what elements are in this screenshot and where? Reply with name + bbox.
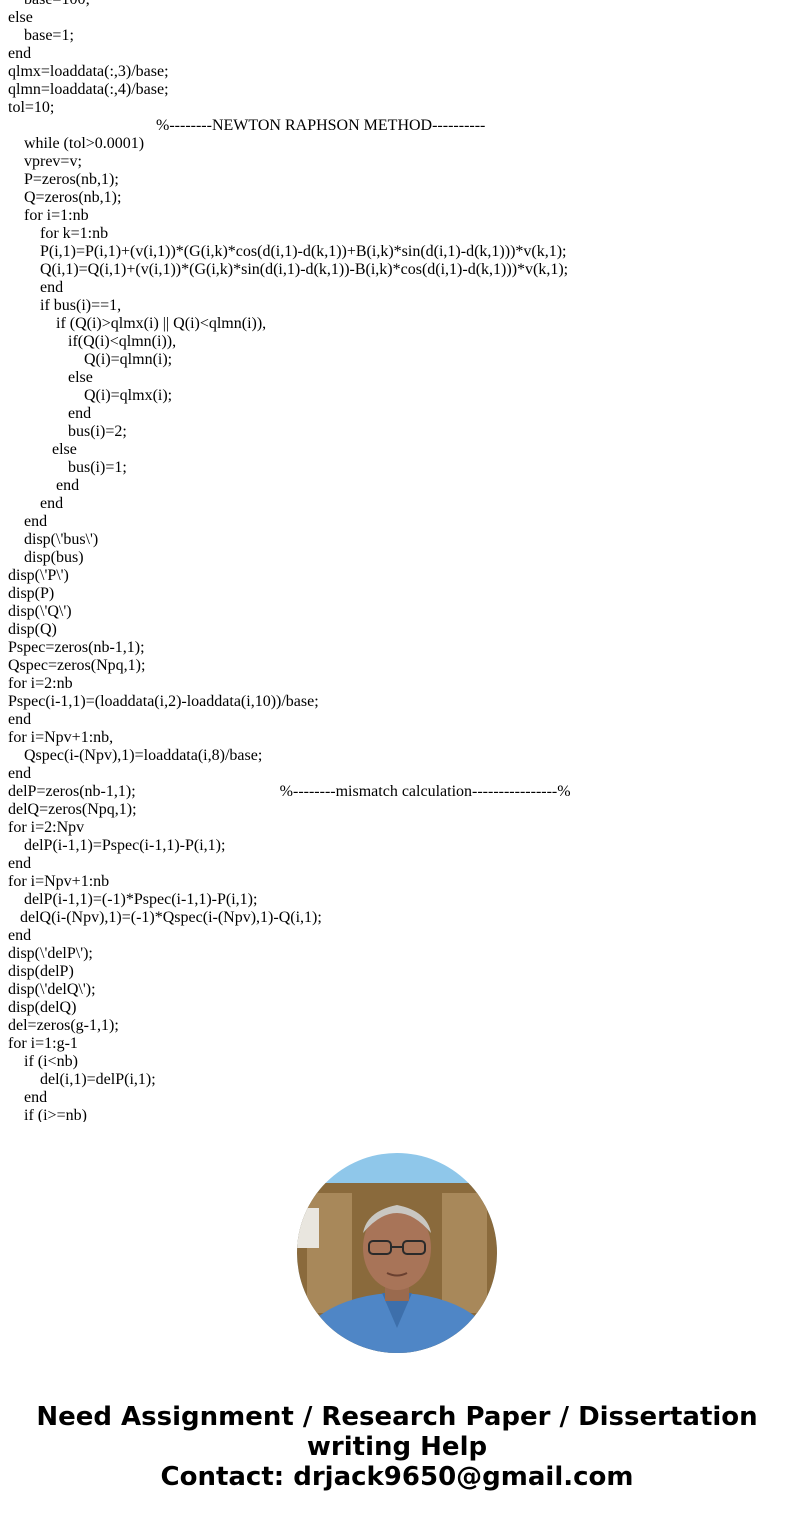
code-line: tol=10; [8, 99, 55, 116]
banner-line-1: Need Assignment / Research Paper / Disse… [36, 1402, 758, 1432]
code-line: for i=2:Npv [8, 819, 85, 836]
code-line: P(i,1)=P(i,1)+(v(i,1))*(G(i,k)*cos(d(i,1… [8, 243, 567, 260]
code-line: else [8, 369, 93, 386]
code-line: disp(delP) [8, 963, 74, 980]
code-line: if(Q(i)<qlmn(i)), [8, 333, 177, 350]
code-line: disp(\'delP\'); [8, 945, 93, 962]
code-line: %--------NEWTON RAPHSON METHOD---------- [8, 117, 486, 134]
code-line: bus(i)=2; [8, 423, 127, 440]
code-line: base=1; [8, 27, 74, 44]
code-line: for i=Npv+1:nb [8, 873, 110, 890]
code-line: else [8, 441, 77, 458]
code-line: delQ(i-(Npv),1)=(-1)*Qspec(i-(Npv),1)-Q(… [8, 909, 322, 926]
code-line: Pspec=zeros(nb-1,1); [8, 639, 145, 656]
code-line: delP(i-1,1)=(-1)*Pspec(i-1,1)-P(i,1); [8, 891, 258, 908]
contact-banner: Need Assignment / Research Paper / Disse… [0, 1402, 794, 1492]
code-line: end [8, 45, 32, 62]
code-line: Q(i)=qlmx(i); [8, 387, 173, 404]
code-line: if bus(i)==1, [8, 297, 122, 314]
code-line: end [8, 711, 32, 728]
code-line: for i=1:nb [8, 207, 89, 224]
code-line: Q(i)=qlmn(i); [8, 351, 173, 368]
code-line: disp(delQ) [8, 999, 77, 1016]
banner-line-3: Contact: drjack9650@gmail.com [160, 1462, 634, 1492]
code-line: disp(\'bus\') [8, 531, 99, 548]
code-line: if (i>=nb) [8, 1107, 87, 1122]
code-line: if (Q(i)>qlmx(i) || Q(i)<qlmn(i)), [8, 315, 267, 332]
code-line: end [8, 927, 32, 944]
code-line: while (tol>0.0001) [8, 135, 145, 152]
code-line: Pspec(i-1,1)=(loaddata(i,2)-loaddata(i,1… [8, 693, 319, 710]
code-line: vprev=v; [8, 153, 82, 170]
code-line: end [8, 513, 48, 530]
code-line: end [8, 765, 32, 782]
code-line: if (i<nb) [8, 1053, 78, 1070]
code-line: Q=zeros(nb,1); [8, 189, 122, 206]
code-line: disp(\'delQ\'); [8, 981, 96, 998]
code-line: P=zeros(nb,1); [8, 171, 119, 188]
banner-line-2: writing Help [306, 1432, 488, 1462]
code-line: end [8, 855, 32, 872]
code-line: Q(i,1)=Q(i,1)+(v(i,1))*(G(i,k)*sin(d(i,1… [8, 261, 569, 278]
code-line: disp(bus) [8, 549, 84, 566]
code-line: disp(\'Q\') [8, 603, 72, 620]
portrait-icon [297, 1153, 497, 1353]
code-line: qlmx=loaddata(:,3)/base; [8, 63, 169, 80]
code-line: Qspec=zeros(Npq,1); [8, 657, 146, 674]
code-line: end [8, 405, 92, 422]
code-line: Qspec(i-(Npv),1)=loaddata(i,8)/base; [8, 747, 263, 764]
code-line: del=zeros(g-1,1); [8, 1017, 119, 1034]
code-line: disp(Q) [8, 621, 57, 638]
code-line: delP=zeros(nb-1,1); %--------mismatch ca… [8, 783, 571, 800]
code-line: for i=1:g-1 [8, 1035, 78, 1052]
code-line: for k=1:nb [8, 225, 109, 242]
code-line: delP(i-1,1)=Pspec(i-1,1)-P(i,1); [8, 837, 226, 854]
code-line: end [8, 279, 64, 296]
code-line: del(i,1)=delP(i,1); [8, 1071, 156, 1088]
code-line: disp(\'P\') [8, 567, 69, 584]
code-line: for i=2:nb [8, 675, 73, 692]
code-line: end [8, 1089, 48, 1106]
code-line: for i=Npv+1:nb, [8, 729, 114, 746]
code-line: else [8, 9, 33, 26]
code-listing: base=100;else base=1;endqlmx=loaddata(:,… [8, 0, 788, 1122]
code-line: qlmn=loaddata(:,4)/base; [8, 81, 169, 98]
code-line: disp(P) [8, 585, 55, 602]
code-line: delQ=zeros(Npq,1); [8, 801, 137, 818]
author-photo [297, 1153, 497, 1353]
code-line: end [8, 477, 80, 494]
code-line: end [8, 495, 64, 512]
code-line: bus(i)=1; [8, 459, 127, 476]
code-line: base=100; [8, 0, 788, 9]
